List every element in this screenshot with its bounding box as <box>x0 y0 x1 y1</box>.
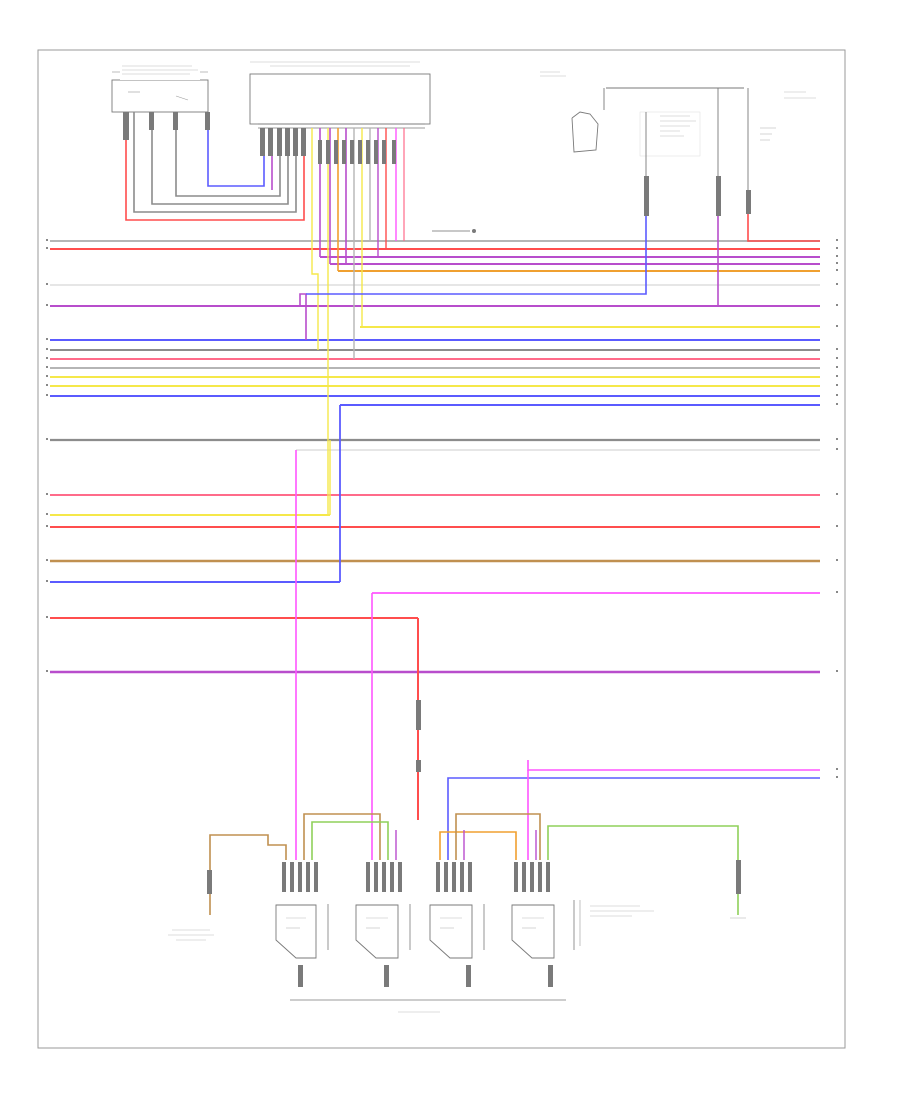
left-pin-markers <box>46 239 48 672</box>
control-module-top <box>249 61 431 129</box>
right-pin-markers <box>836 239 838 778</box>
diagram-frame <box>37 49 846 1049</box>
sensor-row <box>168 862 746 1013</box>
connector-pins <box>123 112 751 894</box>
sensor-3 <box>429 862 485 987</box>
sensor-assembly-top-right <box>540 71 816 157</box>
wire-harness <box>50 88 820 915</box>
sensor-4 <box>511 862 654 987</box>
sensor-1 <box>275 862 329 987</box>
sensor-2 <box>355 862 411 987</box>
fuse-box-component <box>111 62 209 113</box>
